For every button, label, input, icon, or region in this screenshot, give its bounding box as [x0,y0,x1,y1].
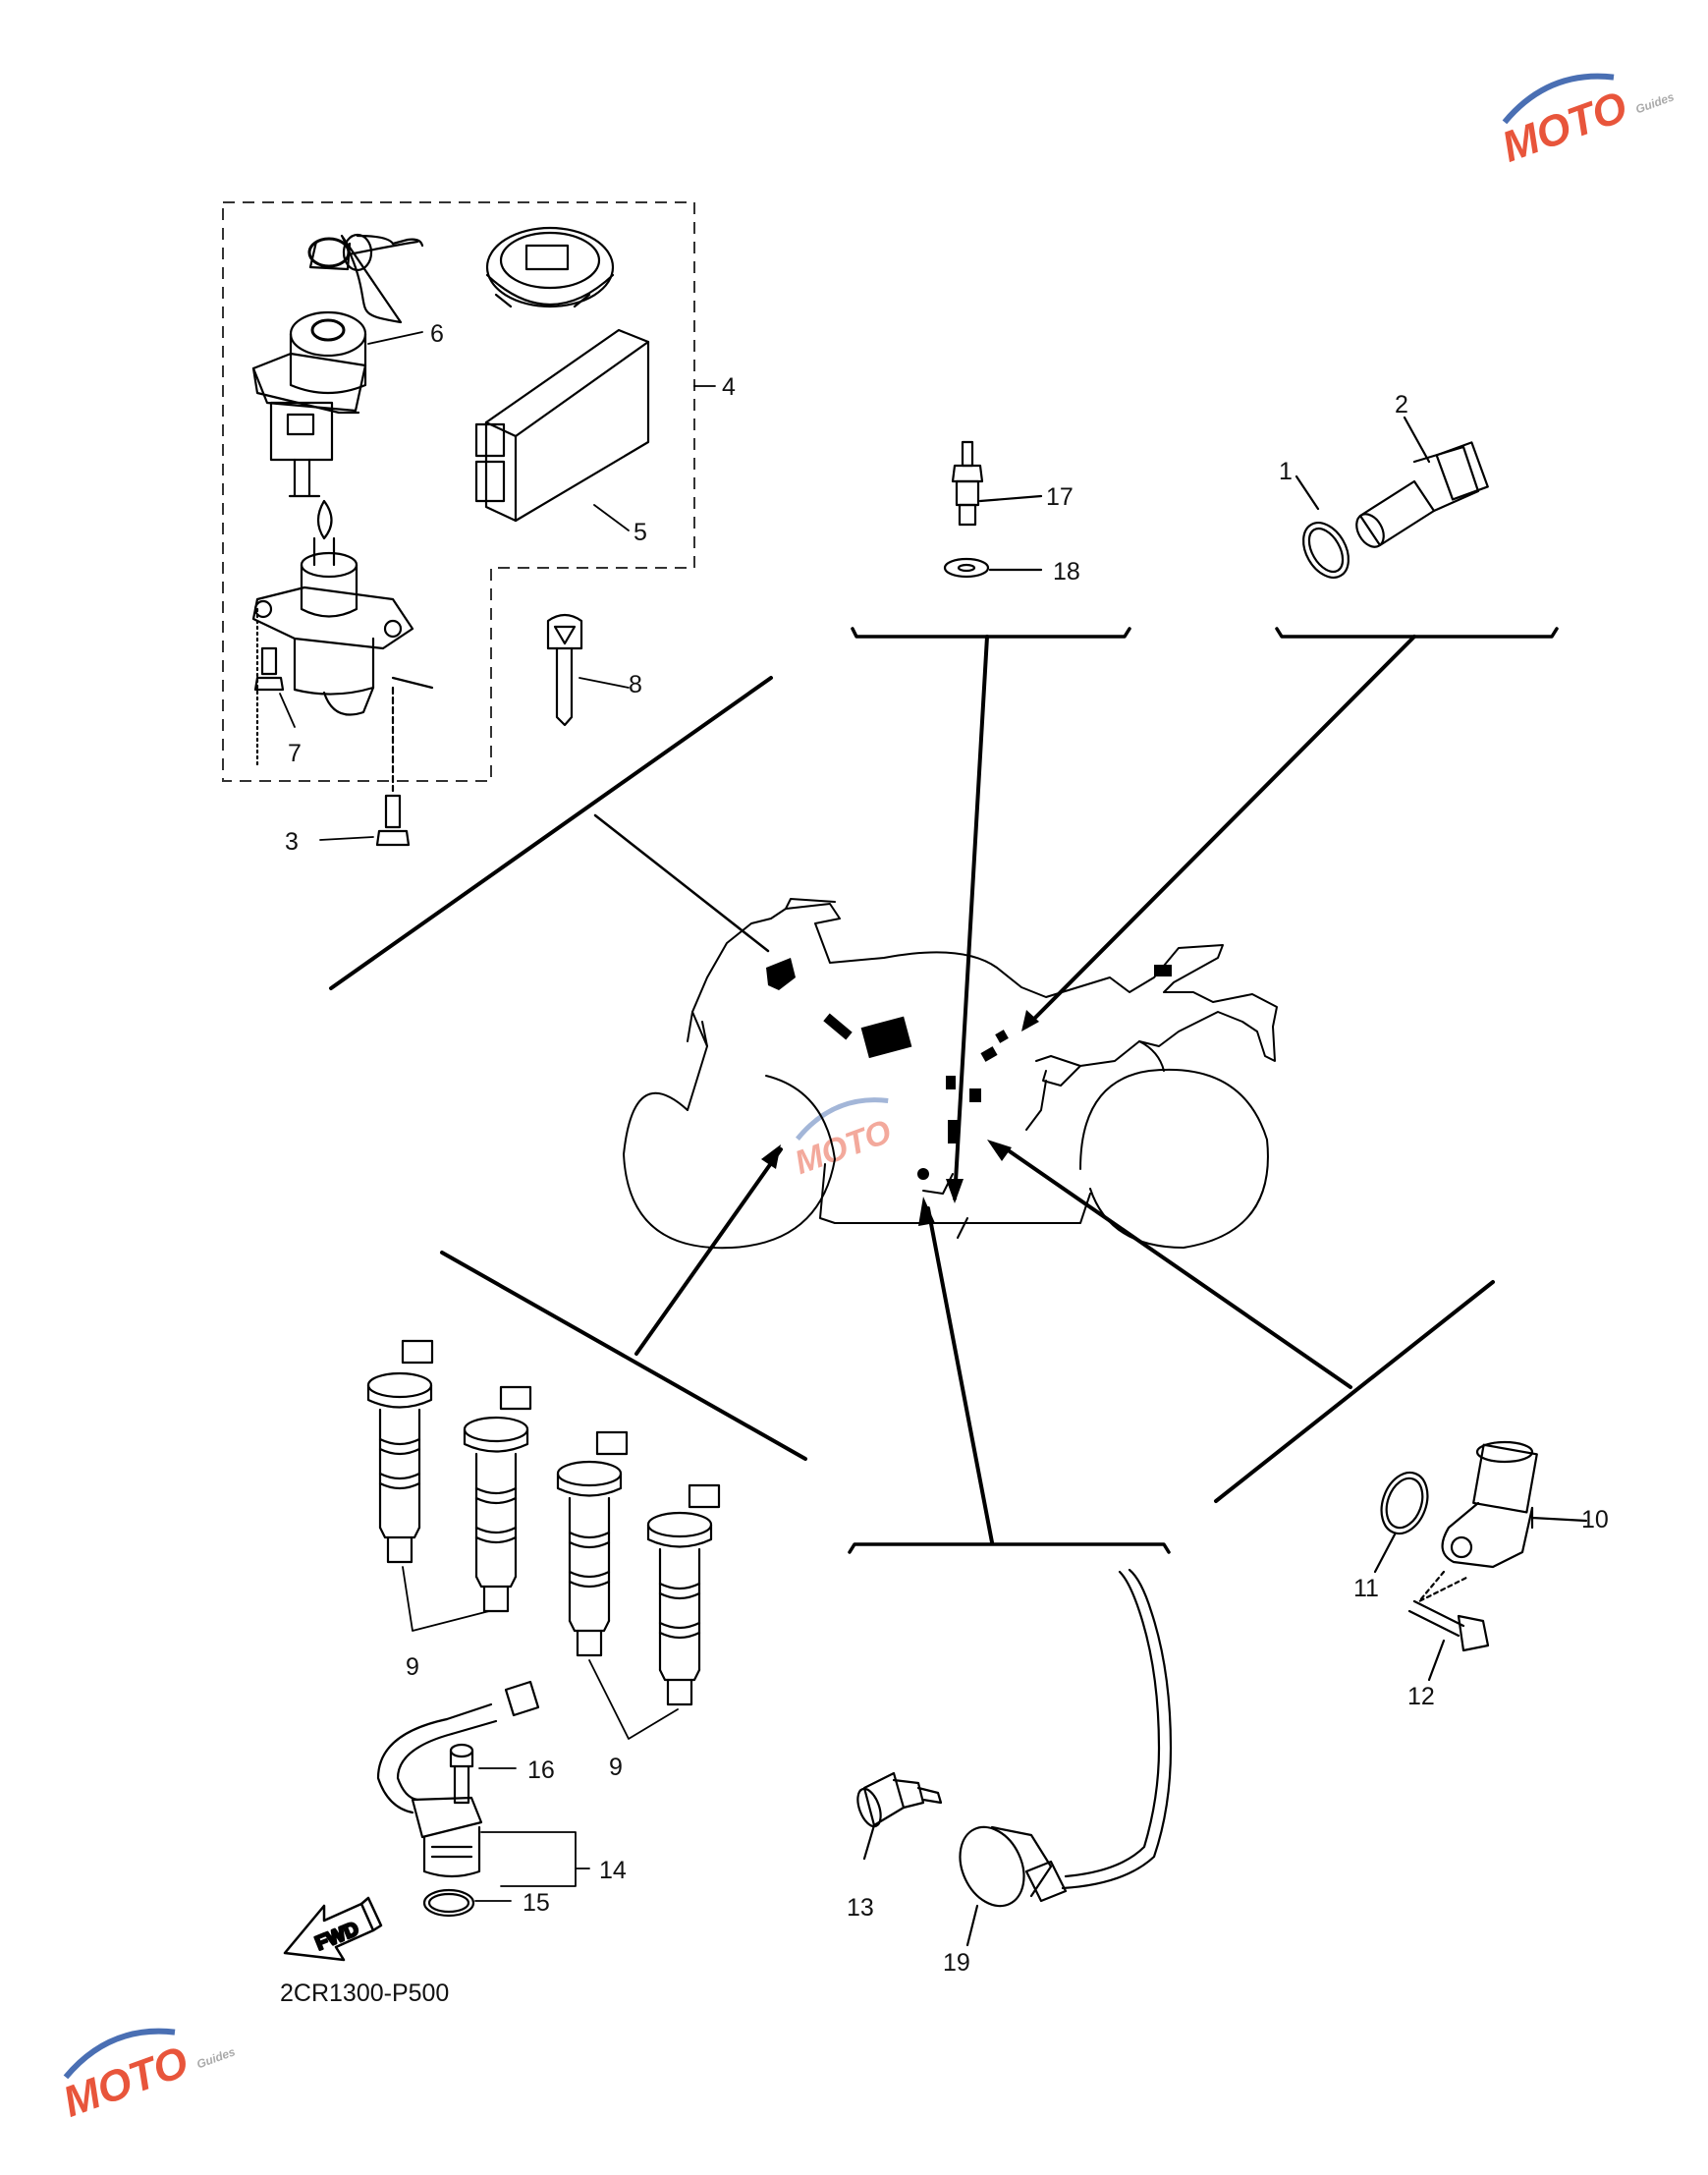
speed-sensor-14 [376,1680,540,1878]
callout-12: 12 [1407,1683,1435,1710]
callout-9a: 9 [406,1653,419,1681]
temp-sensor-2 [1355,416,1489,548]
svg-text:Guides: Guides [194,2044,237,2071]
bracket-13-19 [848,1542,1171,1554]
callout-15: 15 [523,1889,550,1917]
motorcycle-part-markers [766,958,1172,1180]
sensor-10 [1441,1440,1588,1569]
ignition-coil-2 [463,1385,532,1613]
pressure-switch-13 [856,1771,943,1861]
bolt-16 [449,1743,474,1805]
callout-8: 8 [629,671,642,698]
watermark-sub: Guides [1633,89,1676,116]
watermark-logo-bottom: MOTO Guides [57,2028,238,2127]
svg-text:MOTO: MOTO [790,1113,896,1182]
coil-leaders [402,1566,679,1740]
key-8 [546,613,583,727]
framing-lines [329,676,1495,1503]
callout-4: 4 [722,373,736,401]
kit-leaders [279,331,716,841]
bracket-1-2 [1275,627,1559,639]
kit-dashed-boundary [222,201,695,782]
callout-5: 5 [634,519,647,546]
ignition-switch-cylinder [251,234,419,498]
callout-7: 7 [288,740,302,767]
svg-text:MOTO: MOTO [57,2037,194,2127]
steering-lock [251,499,434,768]
callout-18: 18 [1053,558,1080,586]
callout-19: 19 [943,1949,970,1977]
watermark-logo-center: MOTO [790,1097,897,1182]
bracket-17-18 [851,627,1131,639]
sensor-19 [959,1568,1173,1947]
callout-10: 10 [1581,1506,1609,1534]
ecu-unit [474,328,650,523]
bolt-7 [253,646,285,692]
diagram-code: 2CR1300-P500 [280,1980,449,2007]
fuel-tank-cap [485,226,615,308]
pointer-lines [593,635,1416,1544]
o-ring-11 [1373,1471,1429,1574]
motorcycle-silhouette [623,898,1278,1250]
callouts: 1 2 3 4 5 6 7 8 9 9 10 11 12 13 14 15 16… [285,320,1609,1977]
ignition-coil-4 [646,1483,721,1706]
callout-11: 11 [1353,1575,1379,1602]
bolt-12 [1407,1570,1490,1682]
pointer-arrows [761,1010,1039,1226]
ignition-coil-3 [556,1430,629,1657]
o-ring-15 [422,1888,475,1918]
watermark-brand: MOTO [1496,83,1633,172]
bolt-3 [375,686,411,847]
callout-17: 17 [1046,483,1074,511]
ignition-coil-1 [366,1339,434,1564]
callout-16: 16 [527,1757,555,1784]
callout-3: 3 [285,828,299,856]
spark-plug-17 [951,440,1043,527]
speed-sensor-leaders [474,1767,590,1902]
callout-9b: 9 [609,1754,623,1781]
callout-6: 6 [430,320,444,348]
callout-13: 13 [847,1894,874,1922]
watermark-logo-top: MOTO Guides [1496,73,1677,172]
callout-1: 1 [1279,458,1293,485]
washer-18 [943,557,1043,579]
fwd-arrow-icon: FWD [283,1896,383,1962]
seat-lock-cylinder [342,233,424,272]
callout-14: 14 [599,1857,627,1884]
gasket-1 [1295,474,1350,579]
callout-2: 2 [1395,391,1408,418]
